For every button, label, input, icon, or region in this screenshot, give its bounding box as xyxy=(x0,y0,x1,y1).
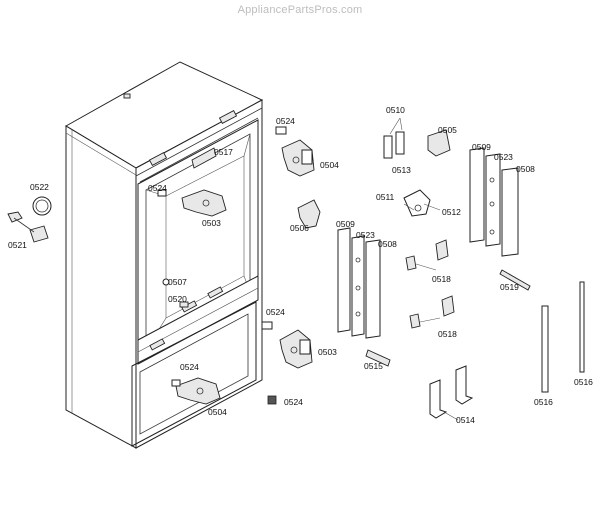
part-label-0503: 0503 xyxy=(202,218,221,228)
lock-parts xyxy=(7,196,52,243)
part-label-0516: 0516 xyxy=(534,397,553,407)
part-label-0508: 0508 xyxy=(516,164,535,174)
part-label-0504: 0504 xyxy=(320,160,339,170)
part-label-0506: 0506 xyxy=(290,223,309,233)
part-label-0524: 0524 xyxy=(266,307,285,317)
part-label-0509: 0509 xyxy=(336,219,355,229)
watermark-text: AppliancePartsPros.com xyxy=(237,4,363,16)
part-label-0511: 0511 xyxy=(376,192,395,202)
pads xyxy=(261,126,287,405)
part-label-0518: 0518 xyxy=(432,274,451,284)
part-label-0514: 0514 xyxy=(456,415,475,425)
refrigerator-cabinet xyxy=(65,61,264,449)
part-label-0517: 0517 xyxy=(214,147,233,157)
part-label-0512: 0512 xyxy=(442,207,461,217)
part-label-0507: 0507 xyxy=(168,277,187,287)
part-label-0504: 0504 xyxy=(208,407,227,417)
part-label-0513: 0513 xyxy=(392,165,411,175)
part-label-0516: 0516 xyxy=(574,377,593,387)
part-label-0523: 0523 xyxy=(356,230,375,240)
part-label-0518: 0518 xyxy=(438,329,457,339)
part-label-0503: 0503 xyxy=(318,347,337,357)
part-label-0524: 0524 xyxy=(276,116,295,126)
part-label-0522: 0522 xyxy=(30,182,49,192)
part-label-0524: 0524 xyxy=(284,397,303,407)
part-label-0508: 0508 xyxy=(378,239,397,249)
part-label-0515: 0515 xyxy=(364,361,383,371)
part-label-0521: 0521 xyxy=(8,240,27,250)
part-label-0510: 0510 xyxy=(386,105,405,115)
part-label-0505: 0505 xyxy=(438,125,457,135)
part-label-0523: 0523 xyxy=(494,152,513,162)
part-label-0519: 0519 xyxy=(500,282,519,292)
part-label-0509: 0509 xyxy=(472,142,491,152)
hinges xyxy=(279,139,321,369)
panels-middle xyxy=(337,227,391,367)
part-label-0524: 0524 xyxy=(148,183,167,193)
part-label-0520: 0520 xyxy=(168,294,187,304)
part-label-0524: 0524 xyxy=(180,362,199,372)
parts-right xyxy=(383,117,585,421)
